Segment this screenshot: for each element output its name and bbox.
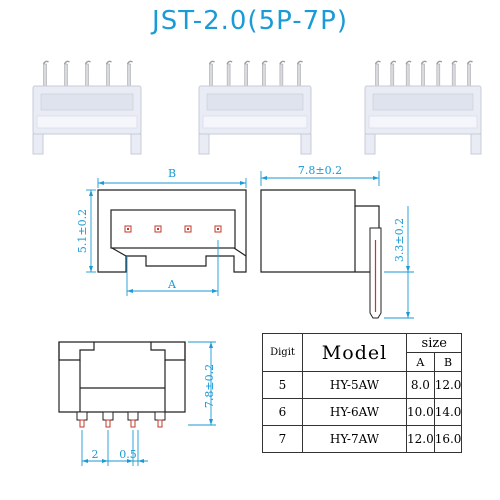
photo-housing (364, 85, 482, 155)
bottom-dim-arrows (82, 342, 213, 463)
bottom-pin (127, 411, 139, 428)
dim-label-bottom-pitch: 0.5 (119, 448, 137, 461)
cell-digit: 5 (262, 371, 303, 399)
table-row: 5 HY-5AW 8.0 12.0 (262, 371, 463, 399)
cell-model: HY-6AW (302, 398, 407, 426)
pin-pad-dot (127, 228, 129, 230)
bottom-view-drawing (58, 341, 186, 413)
side-view-drawing (260, 189, 380, 273)
spec-table: Digit Model size A B 5 HY-5AW 8.0 12.0 6… (262, 333, 463, 453)
cell-b: 16.0 (433, 425, 463, 453)
pin-pad (154, 225, 162, 233)
pin-pad-dot (217, 228, 219, 230)
cell-a: 10.0 (406, 398, 435, 426)
cell-digit: 7 (262, 425, 303, 453)
page-title: JST-2.0(5P-7P) (152, 6, 348, 36)
connector-photo-6p (198, 60, 312, 155)
dim-label-bottom-edge: 2 (92, 448, 99, 461)
pin-pad (214, 225, 222, 233)
bottom-dim-lines (81, 341, 216, 466)
dim-label-b: B (168, 167, 176, 180)
cell-b: 14.0 (433, 398, 463, 426)
bottom-pin (154, 411, 166, 428)
dim-label-bottom-height: 7.8±0.2 (203, 364, 216, 408)
table-row: 7 HY-7AW 12.0 16.0 (262, 425, 463, 453)
pin-pad (184, 225, 192, 233)
side-view-pin (369, 227, 382, 319)
cell-model: HY-5AW (302, 371, 407, 399)
cell-a: 12.0 (406, 425, 435, 453)
dim-label-a: A (167, 278, 177, 291)
spec-table-header: Digit Model size (262, 333, 463, 372)
front-dim-arrows (89, 181, 246, 293)
header-model: Model (302, 333, 407, 372)
pin-pad-dot (157, 228, 159, 230)
header-b: B (433, 352, 463, 372)
pin-pad (124, 225, 132, 233)
header-digit: Digit (262, 333, 303, 372)
dim-label-front-height: 5.1±0.2 (76, 209, 89, 253)
cell-a: 8.0 (406, 371, 435, 399)
table-row: 6 HY-6AW 10.0 14.0 (262, 398, 463, 426)
front-view-pin-pads (124, 225, 222, 233)
cell-b: 12.0 (433, 371, 463, 399)
dim-label-side-depth: 7.8±0.2 (298, 164, 342, 177)
connector-photo-5p (32, 60, 142, 155)
dim-label-pin-length: 3.3±0.2 (393, 218, 406, 262)
bottom-pin (76, 411, 88, 428)
side-dim-arrows (261, 176, 410, 318)
connector-photo-7p (364, 60, 482, 155)
bottom-pin (102, 411, 114, 428)
header-a: A (406, 352, 435, 372)
photo-housing (32, 85, 142, 155)
side-dim-lines (260, 171, 414, 319)
cell-model: HY-7AW (302, 425, 407, 453)
header-size: size (405, 333, 463, 353)
bottom-view-pins (76, 411, 166, 428)
cell-digit: 6 (262, 398, 303, 426)
front-dim-lines (86, 178, 247, 296)
photo-housing (198, 85, 312, 155)
front-view-drawing (97, 189, 247, 273)
pin-pad-dot (187, 228, 189, 230)
